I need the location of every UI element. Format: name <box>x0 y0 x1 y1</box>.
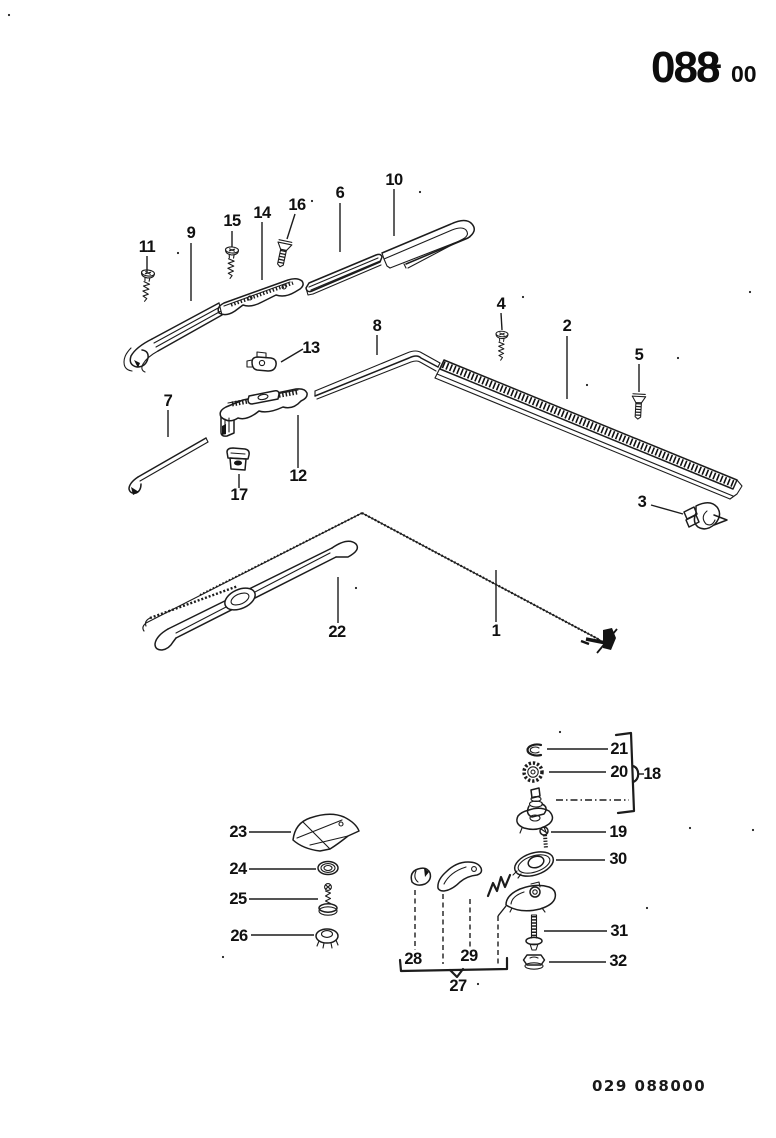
callout-18-bracket <box>614 731 644 815</box>
callout-15-label: 15 <box>223 212 241 230</box>
part-12-bracket-assembly <box>219 388 308 437</box>
part-11-screw <box>137 268 156 303</box>
print-speckles <box>7 13 755 986</box>
callout-22-label: 22 <box>328 623 346 641</box>
callout-20-label: 20 <box>610 763 628 781</box>
callout-10-label: 10 <box>385 171 403 189</box>
callout-4-label: 4 <box>497 295 507 313</box>
part-22-arm-assembly <box>144 540 359 651</box>
callout-8-label: 8 <box>373 317 382 335</box>
callout-24-label: 24 <box>229 860 248 878</box>
part-6-rail-section <box>305 253 383 296</box>
callout-23-label: 23 <box>229 823 247 841</box>
part-8-bent-rod <box>314 350 441 400</box>
callout-6-label: 6 <box>336 184 345 202</box>
part-lever-arm <box>437 861 483 892</box>
part-26-grommet <box>315 928 339 949</box>
part-24-washer <box>317 860 339 876</box>
part-14-bracket <box>217 277 304 316</box>
cable-end-fitting <box>580 628 618 654</box>
part-4-screw <box>494 330 509 362</box>
callout-17-label: 17 <box>230 486 248 504</box>
callout-3-leader <box>650 504 684 515</box>
callout-21-label: 21 <box>610 740 628 758</box>
section-code-separator: - <box>712 48 722 81</box>
part-16-bolt <box>273 240 292 269</box>
callout-27-bracket <box>398 956 509 979</box>
callout-9-label: 9 <box>187 224 196 242</box>
callout-27-label: 27 <box>449 977 467 995</box>
part-25-screw-washer <box>318 883 338 916</box>
callout-5-label: 5 <box>635 346 644 364</box>
part-base-plate <box>505 881 557 913</box>
callout-14-label: 14 <box>253 204 272 222</box>
part-9-end-molding <box>123 302 223 373</box>
callout-29-label: 29 <box>460 947 478 965</box>
part-15-screw <box>222 246 240 280</box>
callout-1-label: 1 <box>492 622 501 640</box>
part-20-knurled-nut <box>522 761 544 783</box>
callout-30-label: 30 <box>609 850 627 868</box>
section-code-sub: 00 <box>731 61 757 87</box>
callout-3-label: 3 <box>638 493 647 511</box>
callout-4-leader <box>500 312 503 331</box>
callout-31-label: 31 <box>610 922 628 940</box>
part-19-bolt <box>539 826 549 850</box>
callout-18-label: 18 <box>643 765 661 783</box>
part-3-end-cap <box>683 502 728 530</box>
part-21-snap-ring <box>526 743 543 757</box>
callout-16-label: 16 <box>288 196 306 214</box>
part-2-molding-strip <box>434 359 743 500</box>
part-29-spring-clip <box>486 873 512 898</box>
callout-16-leader <box>286 213 296 240</box>
callout-13-leader <box>280 348 304 363</box>
callout-25-label: 25 <box>229 890 247 908</box>
callout-19-label: 19 <box>609 823 627 841</box>
callout-7-label: 7 <box>164 392 173 410</box>
part-17-clip <box>226 447 250 471</box>
part-28-cap <box>410 867 432 886</box>
part-23-cover <box>292 813 360 852</box>
base-plate-leader-diagonal <box>497 905 507 917</box>
part-31-stud-bolt <box>525 914 543 951</box>
callout-12-label: 12 <box>289 467 307 485</box>
part-13-clip <box>246 351 277 372</box>
callout-26-label: 26 <box>230 927 248 945</box>
part-10-rail-loop <box>381 219 475 269</box>
callout-28-label: 28 <box>404 950 422 968</box>
document-code: 029 088000 <box>592 1077 706 1095</box>
part-30-oval-plate <box>512 851 555 879</box>
callout-32-label: 32 <box>609 952 627 970</box>
part-5-bolt <box>631 394 646 420</box>
callout-11-label: 11 <box>139 238 156 256</box>
part-spindle-base <box>516 787 554 834</box>
part-7-rod <box>128 437 209 495</box>
part-1-cable <box>142 512 618 654</box>
part-32-nut <box>522 954 546 970</box>
section-code-main: 088 <box>651 43 720 92</box>
callout-2-label: 2 <box>563 317 572 335</box>
callout-13-label: 13 <box>302 339 320 357</box>
